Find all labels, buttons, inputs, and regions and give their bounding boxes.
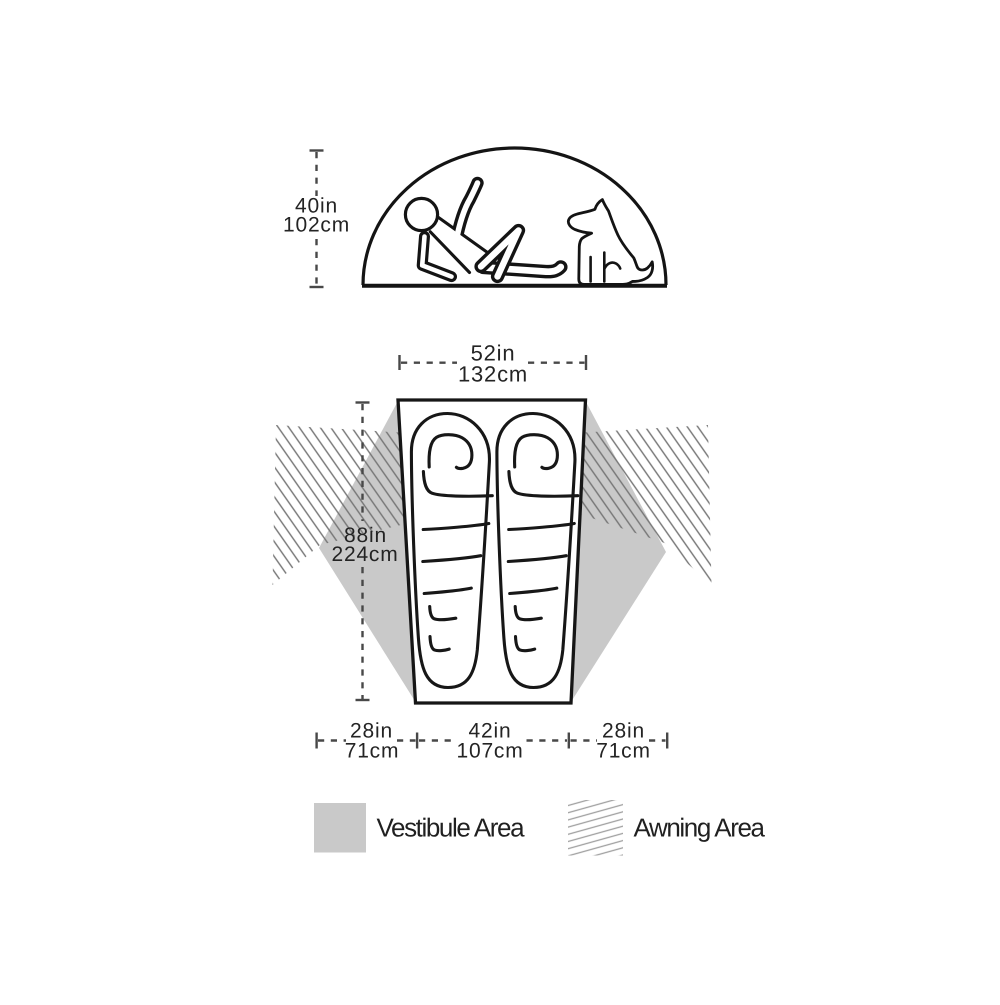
svg-text:28in: 28in xyxy=(602,719,645,742)
svg-text:52in: 52in xyxy=(471,341,516,366)
svg-text:107cm: 107cm xyxy=(456,739,523,762)
svg-text:71cm: 71cm xyxy=(345,739,400,762)
svg-text:224cm: 224cm xyxy=(331,543,398,566)
svg-text:40in: 40in xyxy=(295,195,338,218)
svg-text:71cm: 71cm xyxy=(596,739,651,762)
svg-text:Awning Area: Awning Area xyxy=(634,812,766,842)
svg-text:102cm: 102cm xyxy=(283,214,350,237)
svg-text:42in: 42in xyxy=(469,719,512,742)
svg-text:88in: 88in xyxy=(344,524,387,547)
svg-text:28in: 28in xyxy=(350,719,393,742)
svg-text:132cm: 132cm xyxy=(458,362,528,387)
svg-text:Vestibule Area: Vestibule Area xyxy=(377,812,526,842)
